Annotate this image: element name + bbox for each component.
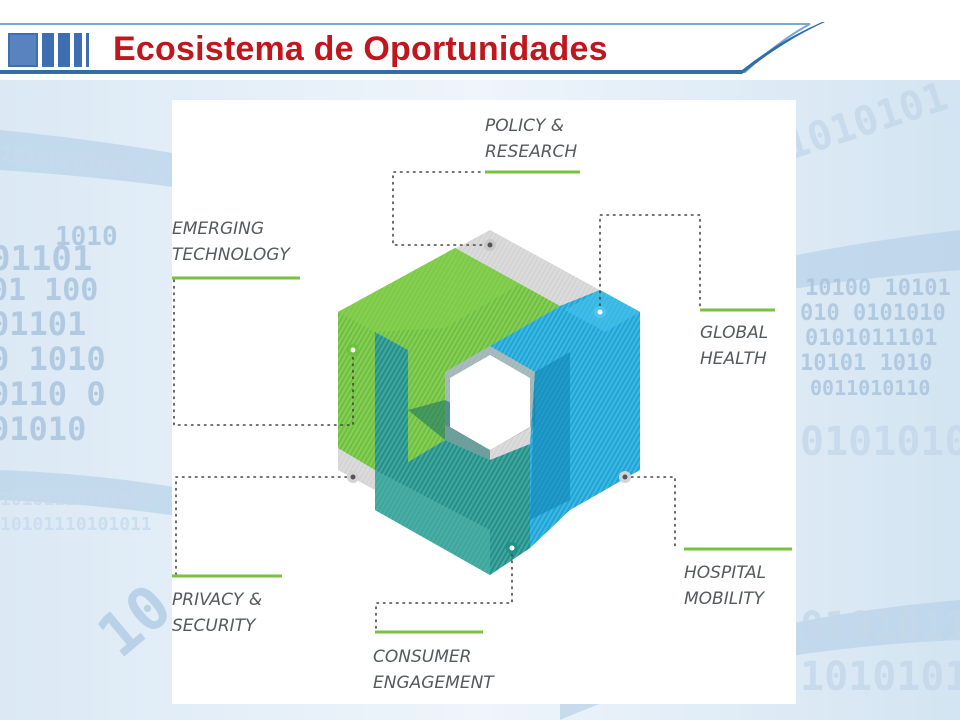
svg-text:10100 10101: 10100 10101 bbox=[805, 276, 951, 301]
connector-policy bbox=[392, 171, 491, 246]
connector-privacy bbox=[175, 476, 354, 576]
svg-text:10101110101011: 10101110101011 bbox=[0, 514, 152, 535]
connector-consumer bbox=[375, 547, 513, 633]
svg-text:0 1010: 0 1010 bbox=[0, 340, 106, 378]
connector-hospital bbox=[624, 476, 676, 549]
svg-text:10101011: 10101011 bbox=[800, 654, 960, 700]
label-consumer-engagement: CONSUMER ENGAGEMENT bbox=[373, 647, 494, 693]
svg-text:1010: 1010 bbox=[55, 222, 118, 252]
connector-dots bbox=[347, 239, 631, 554]
svg-text:10101 1010: 10101 1010 bbox=[800, 351, 932, 376]
svg-text:0110 0: 0110 0 bbox=[0, 375, 106, 413]
label-privacy-security: PRIVACY & SECURITY bbox=[172, 590, 263, 636]
label-global-health: GLOBAL HEALTH bbox=[700, 323, 769, 369]
svg-text:01101: 01101 bbox=[0, 305, 86, 343]
slide-title: Ecosistema de Oportunidades bbox=[113, 30, 608, 68]
svg-text:01010111: 01010111 bbox=[800, 604, 960, 650]
hexagon-center-hole bbox=[450, 355, 530, 450]
svg-text:0011010110: 0011010110 bbox=[810, 376, 930, 400]
svg-text:0101011101: 0101011101 bbox=[805, 326, 937, 351]
svg-text:010 0101010: 010 0101010 bbox=[800, 301, 946, 326]
label-policy-research: POLICY & RESEARCH bbox=[485, 116, 578, 162]
hexagon-green-segment bbox=[338, 248, 560, 470]
connector-global bbox=[599, 214, 701, 313]
connector-emerging bbox=[173, 279, 354, 426]
svg-text:01010101: 01010101 bbox=[800, 419, 960, 465]
svg-text:01101: 01101 bbox=[0, 239, 92, 279]
label-emerging-technology: EMERGING TECHNOLOGY bbox=[172, 219, 290, 265]
svg-text:01 100: 01 100 bbox=[0, 273, 98, 308]
slide-header bbox=[0, 0, 960, 80]
svg-text:01010: 01010 bbox=[0, 410, 86, 448]
svg-text:10101110101010: 10101110101010 bbox=[0, 489, 152, 510]
label-hospital-mobility: HOSPITAL MOBILITY bbox=[684, 563, 767, 609]
header-logo-bars bbox=[8, 33, 89, 67]
